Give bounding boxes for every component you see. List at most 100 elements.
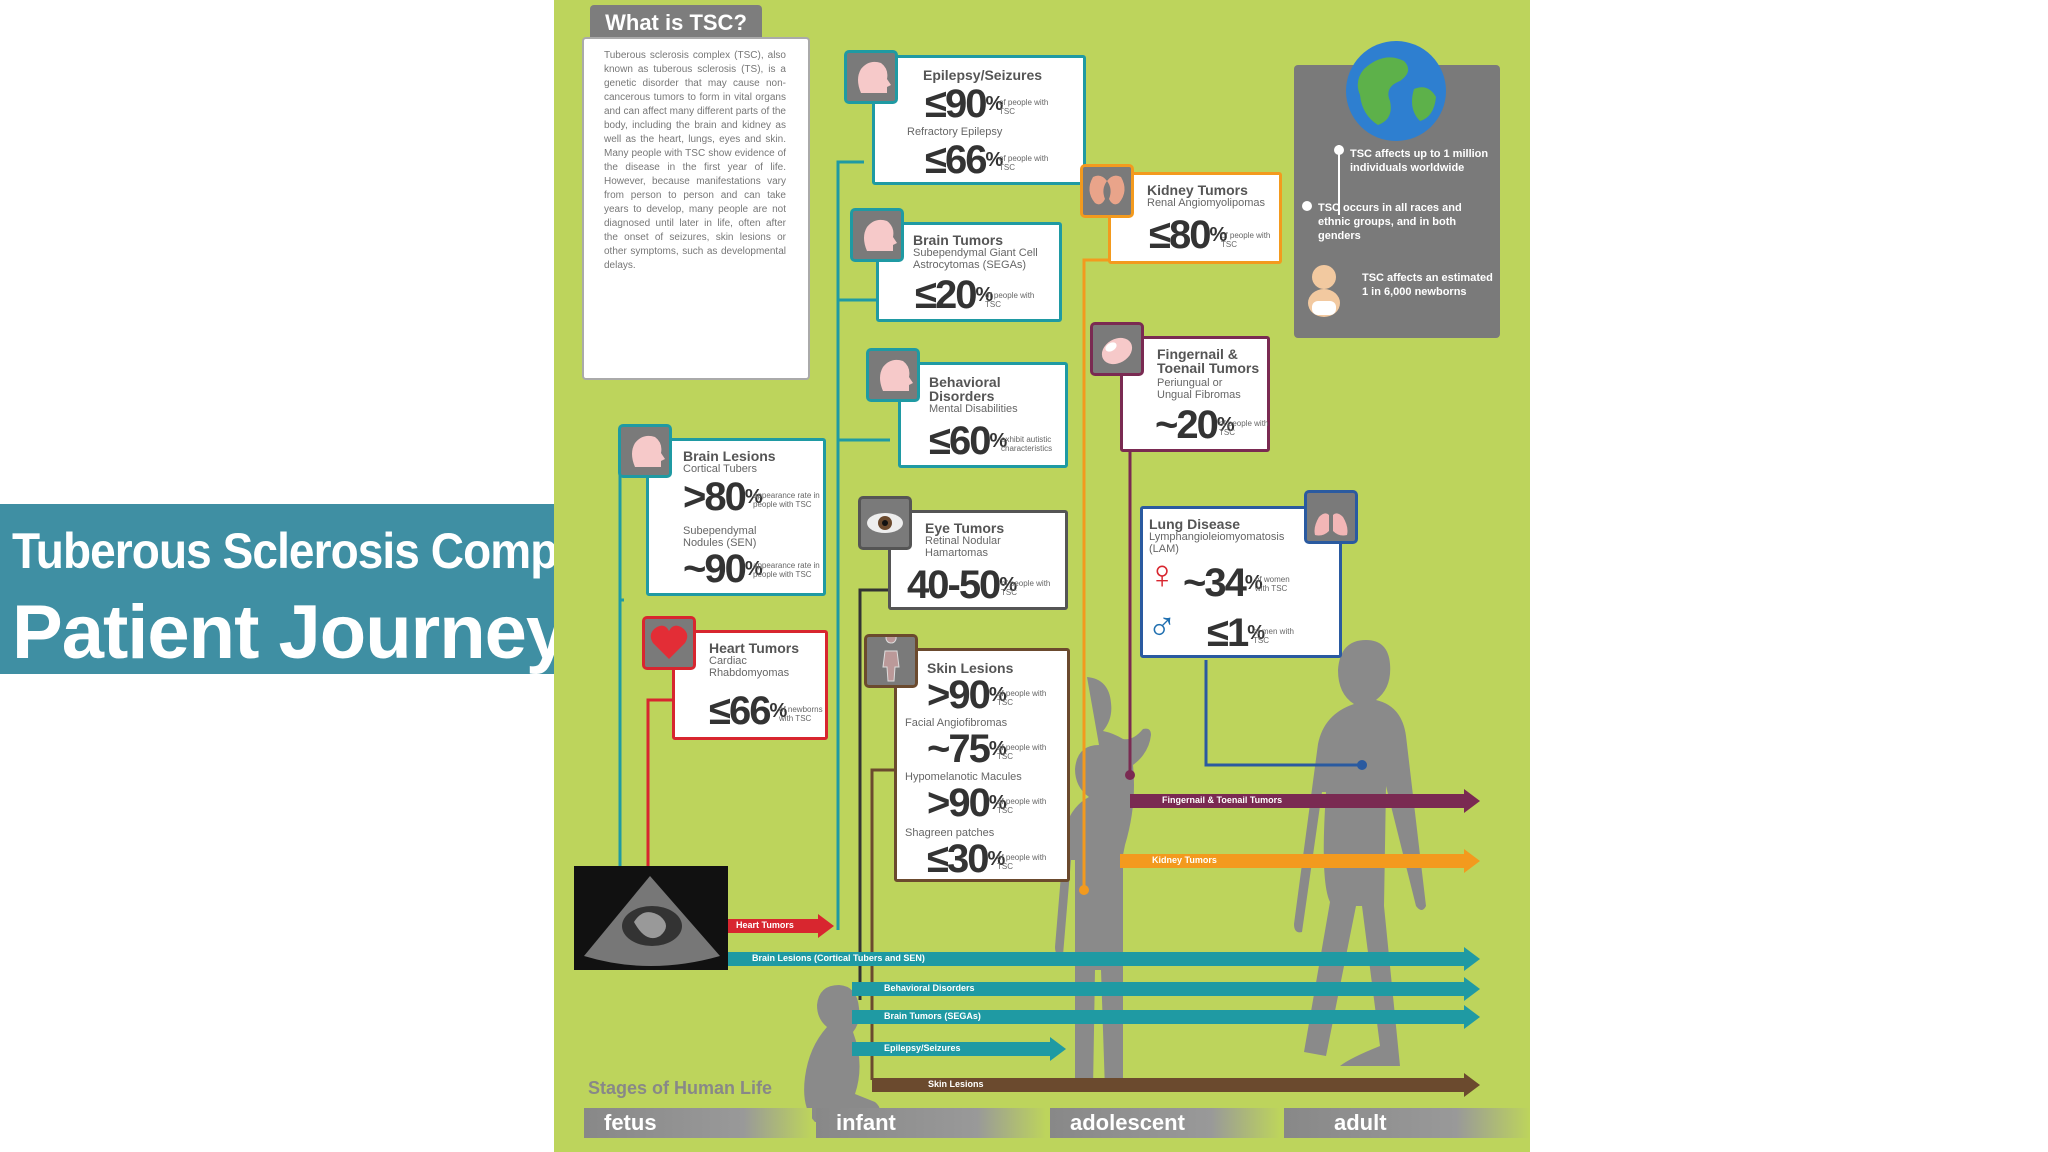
kidney-tumors-title: Kidney Tumors <box>1147 182 1248 198</box>
fact-1: TSC affects up to 1 million individuals … <box>1350 148 1489 174</box>
behavioral-title: Behavioral Disorders <box>929 374 1001 404</box>
lung-women-note: of women with TSC <box>1255 575 1290 593</box>
eye-tumors-stat: 40-50% <box>907 563 1018 607</box>
stage-fetus: fetus <box>584 1108 812 1138</box>
what-is-tsc-card: Tuberous sclerosis complex (TSC), also k… <box>582 37 810 380</box>
epilepsy-stat-1: ≤90% <box>925 82 1004 126</box>
timeline-brain-lesions: Brain Lesions (Cortical Tubers and SEN) <box>728 947 1480 971</box>
head-icon-brain-tumors <box>850 208 904 262</box>
lung-men-note: of men with TSC <box>1253 627 1294 645</box>
timeline-kidney: Kidney Tumors <box>1120 849 1480 873</box>
male-icon: ♂ <box>1147 605 1177 649</box>
skin-lesions-sub-2: Facial Angiofibromas <box>905 717 1008 729</box>
epilepsy-note-2: of people with TSC <box>999 154 1049 172</box>
skin-lesions-stat-3: >90% <box>927 781 1007 825</box>
epilepsy-card: Epilepsy/Seizures ≤90% of people with TS… <box>872 55 1086 185</box>
globe-icon <box>1346 41 1446 141</box>
eye-tumors-note: of people with TSC <box>1001 579 1051 597</box>
finger-icon <box>1090 322 1144 376</box>
epilepsy-note-1: of people with TSC <box>999 98 1049 116</box>
stage-adolescent: adolescent <box>1050 1108 1280 1138</box>
eye-tumors-sub: Retinal Nodular Hamartomas <box>925 535 1001 559</box>
skin-lesions-note-1: of people with TSC <box>997 689 1047 707</box>
stage-adult: adult <box>1284 1108 1530 1138</box>
infographic-poster: What is TSC? Tuberous sclerosis complex … <box>554 0 1530 1152</box>
body-icon <box>864 632 918 688</box>
skin-lesions-sub-3: Hypomelanotic Macules <box>905 771 1022 783</box>
kidney-tumors-stat: ≤80% <box>1149 213 1228 257</box>
brain-lesions-title: Brain Lesions <box>683 448 776 464</box>
brain-tumors-stat: ≤20% <box>915 273 994 317</box>
skin-lesions-stat-1: >90% <box>927 673 1007 717</box>
lung-disease-sub: Lymphangioleiomyomatosis (LAM) <box>1149 531 1285 555</box>
behavioral-sub: Mental Disabilities <box>929 403 1018 415</box>
epilepsy-title: Epilepsy/Seizures <box>923 67 1043 83</box>
fingernail-sub: Periungual or Ungual Fibromas <box>1157 377 1241 401</box>
fingernail-note: of people with TSC <box>1219 419 1269 437</box>
female-icon: ♀ <box>1147 553 1177 597</box>
heart-tumors-note: of newborns with TSC <box>779 705 823 723</box>
lung-disease-card: Lung Disease Lymphangioleiomyomatosis (L… <box>1140 506 1342 658</box>
eye-icon <box>858 496 912 550</box>
title-line1: Tuberous Sclerosis Complex <box>12 523 620 579</box>
head-icon-behavioral <box>866 348 920 402</box>
timeline-behavioral: Behavioral Disorders <box>852 977 1480 1001</box>
timeline-fingernail: Fingernail & Toenail Tumors <box>1130 789 1480 813</box>
infant-silhouette <box>804 985 880 1122</box>
fingernail-stat: ~20% <box>1155 403 1235 447</box>
kidney-tumors-sub: Renal Angiomyolipomas <box>1147 197 1266 209</box>
skin-lesions-stat-4: ≤30% <box>927 837 1006 881</box>
brain-tumors-note: of people with TSC <box>985 291 1035 309</box>
what-is-tsc-tab: What is TSC? <box>590 5 762 39</box>
timeline-brain-tumors: Brain Tumors (SEGAs) <box>852 1005 1480 1029</box>
timeline-epilepsy: Epilepsy/Seizures <box>852 1037 1066 1061</box>
what-is-tsc-body: Tuberous sclerosis complex (TSC), also k… <box>604 50 786 271</box>
behavioral-stat: ≤60% <box>929 419 1008 463</box>
epilepsy-stat-2: ≤66% <box>925 138 1004 182</box>
lung-women-stat: ~34% <box>1183 561 1263 605</box>
facts-connector <box>1338 145 1340 215</box>
fact-3: TSC affects an estimated 1 in 6,000 newb… <box>1362 272 1493 298</box>
what-is-tsc-title: What is TSC? <box>605 10 747 35</box>
epilepsy-sub-2: Refractory Epilepsy <box>907 126 1003 138</box>
stage-infant: infant <box>816 1108 1046 1138</box>
eye-tumors-title: Eye Tumors <box>925 520 1005 536</box>
ultrasound-image <box>574 866 728 970</box>
kidney-icon <box>1080 164 1134 218</box>
heart-icon <box>642 616 696 670</box>
timeline-skin: Skin Lesions <box>872 1073 1480 1097</box>
brain-lesions-note-2: appearance rate in people with TSC <box>753 561 820 579</box>
brain-tumors-card: Brain Tumors Subependymal Giant Cell Ast… <box>876 222 1062 322</box>
fact-bullet-1 <box>1334 145 1344 155</box>
skin-lesions-note-4: of people with TSC <box>997 853 1047 871</box>
brain-tumors-title: Brain Tumors <box>913 232 1003 248</box>
head-icon-epilepsy <box>844 50 898 104</box>
skin-lesions-card: Skin Lesions >90% of people with TSC Fac… <box>894 648 1070 882</box>
head-icon-brain-lesions <box>618 424 672 478</box>
heart-tumors-sub: Cardiac Rhabdomyomas <box>709 655 790 679</box>
skin-lesions-note-2: of people with TSC <box>997 743 1047 761</box>
title-line2: Patient Journey <box>12 590 568 675</box>
fact-2: TSC occurs in all races and ethnic group… <box>1318 202 1462 242</box>
timeline-heart: Heart Tumors <box>728 914 834 938</box>
lungs-icon <box>1304 490 1358 544</box>
stages-heading: Stages of Human Life <box>588 1078 773 1098</box>
eye-tumors-card: Eye Tumors Retinal Nodular Hamartomas 40… <box>888 510 1068 610</box>
skin-lesions-sub-4: Shagreen patches <box>905 827 995 839</box>
baby-icon <box>1308 265 1340 317</box>
brain-lesions-stat-2: ~90% <box>683 547 763 591</box>
heart-tumors-stat: ≤66% <box>709 689 788 733</box>
heart-tumors-card: Heart Tumors Cardiac Rhabdomyomas ≤66% o… <box>672 630 828 740</box>
brain-tumors-sub: Subependymal Giant Cell Astrocytomas (SE… <box>913 247 1038 271</box>
fingernail-card: Fingernail & Toenail Tumors Periungual o… <box>1120 336 1270 452</box>
kidney-tumors-note: of people with TSC <box>1221 231 1271 249</box>
skin-lesions-note-3: of people with TSC <box>997 797 1047 815</box>
brain-lesions-stat-1: >80% <box>683 475 763 519</box>
brain-lesions-sub-2: Subependymal Nodules (SEN) <box>683 525 757 549</box>
title-banner: Tuberous Sclerosis Complex Patient Journ… <box>0 504 620 675</box>
fingernail-title: Fingernail & Toenail Tumors <box>1157 346 1260 376</box>
skin-lesions-stat-2: ~75% <box>927 727 1007 771</box>
behavioral-card: Behavioral Disorders Mental Disabilities… <box>898 362 1068 468</box>
brain-lesions-sub-1: Cortical Tubers <box>683 463 757 475</box>
lung-disease-title: Lung Disease <box>1149 516 1241 532</box>
